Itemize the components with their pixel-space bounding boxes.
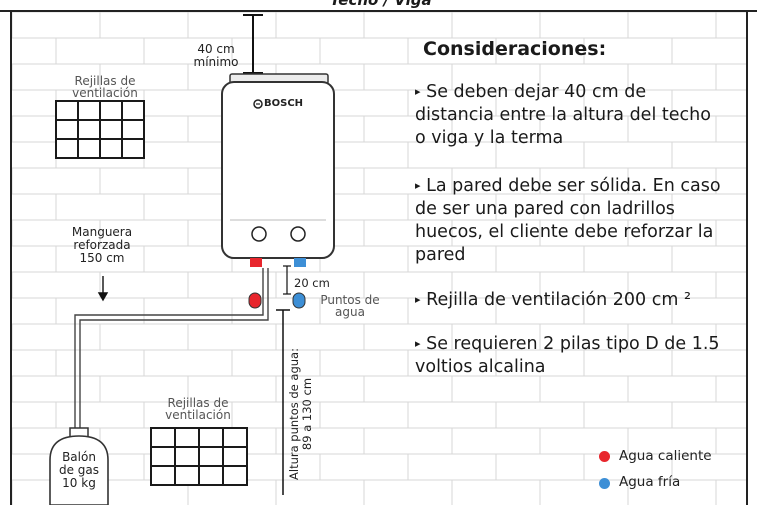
vent-grid-top [55,100,145,159]
clearance-label: 40 cm mínimo [193,42,239,69]
hot-connector [250,258,262,267]
hot-water-legend-icon [599,451,610,462]
vent-top-label: Rejillas de ventilación [72,74,138,100]
bosch-logo: BOSCH [264,98,304,109]
spacing-dimension [283,265,291,295]
clearance-dimension [243,14,263,74]
considerations-title: Consideraciones: [423,38,607,60]
heater-knob-right [290,226,306,242]
bullet-icon: ▸ [415,293,421,306]
water-heater [221,73,335,259]
spacing-label: 20 cm [294,276,330,290]
hot-water-legend-label: Agua caliente [619,448,712,464]
hose-arrow [97,276,109,302]
cold-connector [294,258,306,267]
frame-left [10,10,12,505]
gas-tank [49,427,109,505]
hose-label: Manguera reforzada 150 cm [71,225,133,265]
consideration-item-2: ▸ La pared debe ser sólida. En caso de s… [415,176,721,265]
consideration-item-4: ▸ Se requieren 2 pilas tipo D de 1.5 vol… [415,334,720,377]
ceiling-caption: Techo / Viga [330,0,432,9]
bullet-icon: ▸ [415,85,421,98]
height-label: Altura puntos de agua: 89 a 130 cm [287,339,314,489]
consideration-item-1: ▸ Se deben dejar 40 cm de distancia entr… [415,82,711,148]
bullet-icon: ▸ [415,337,421,350]
vent-bottom-label: Rejillas de ventilación [165,396,231,422]
cold-water-legend-label: Agua fría [619,474,681,490]
height-dimension [276,309,290,495]
consideration-item-3: ▸ Rejilla de ventilación 200 cm ² [415,290,692,310]
ceiling-beam [0,10,757,12]
frame-right [746,10,748,505]
height-label-line2: 89 a 130 cm [300,377,314,451]
heater-knob-left [251,226,267,242]
hot-water-point [248,292,262,309]
water-points-label: Puntos de agua [320,293,380,319]
gas-hose [74,268,269,432]
cold-water-legend-icon [599,478,610,489]
vent-grid-bottom [150,427,248,486]
cold-water-point [292,292,306,309]
bullet-icon: ▸ [415,179,421,192]
brick-wall [11,11,746,505]
gas-tank-label: Balón de gas 10 kg [58,450,100,490]
